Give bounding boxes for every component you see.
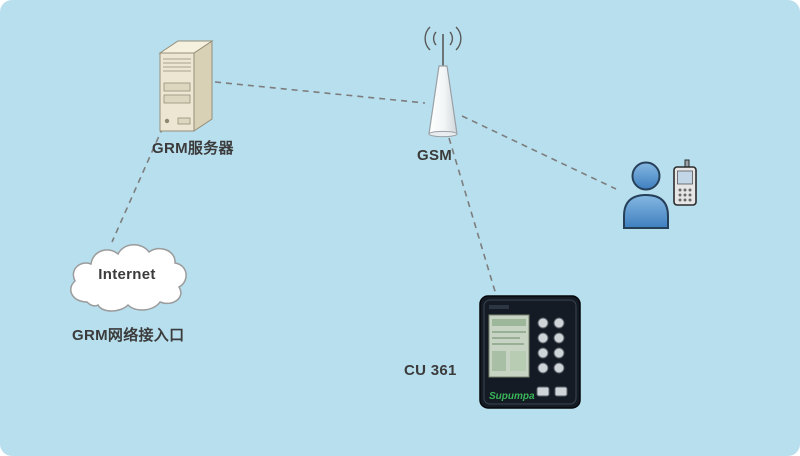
internet-cloud-icon (70, 244, 187, 312)
mobile-user-node (616, 158, 704, 232)
gsm-antenna-icon (424, 26, 462, 138)
controller-node: Supumpa (479, 295, 581, 409)
gsm-label: GSM (417, 147, 453, 164)
controller-label: CU 361 (404, 362, 457, 379)
gsm-node (413, 22, 473, 140)
internet-access-label: GRM网络接入口 (72, 327, 185, 344)
controller-icon: Supumpa (479, 295, 581, 409)
phone-icon (673, 159, 697, 206)
mobile-user-icon (623, 159, 697, 229)
internet-node (60, 236, 194, 318)
connection-gsm-controller (448, 137, 498, 299)
connection-gsm-mobile-user (461, 115, 617, 190)
connection-server-gsm (214, 81, 426, 104)
server-icon (158, 40, 214, 132)
controller-brand-label: Supumpa (489, 391, 535, 402)
server-label: GRM服务器 (152, 140, 234, 157)
server-node (150, 33, 220, 138)
internet-label: Internet (98, 266, 156, 283)
